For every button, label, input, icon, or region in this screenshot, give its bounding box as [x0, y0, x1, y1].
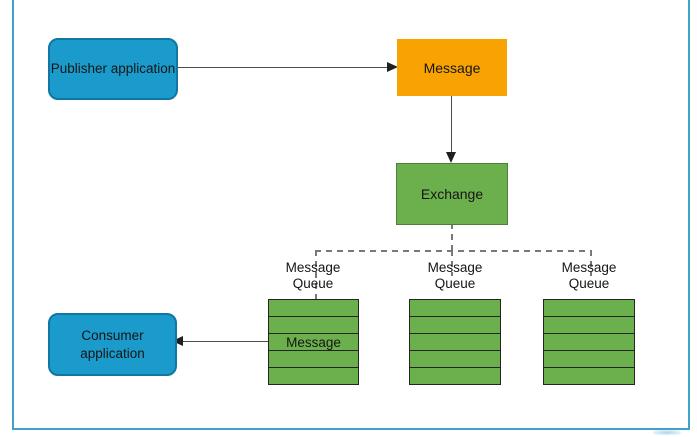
queue-3	[543, 299, 635, 385]
screen-artifact-smudge	[653, 430, 681, 435]
queue-3-slot	[543, 367, 635, 385]
dashed-line-exchange-down	[451, 223, 453, 251]
dashed-line-to-queue-3	[590, 250, 592, 276]
queue-2	[409, 299, 501, 385]
connector-publisher-to-message	[174, 67, 388, 68]
queue-3-slot	[543, 333, 635, 351]
slide-border-frame	[12, 0, 690, 430]
queue-1-message-label: Message	[286, 334, 341, 350]
queue-1-slot	[268, 316, 359, 334]
queue-3-label: Message Queue	[561, 260, 617, 291]
exchange-label: Exchange	[420, 186, 484, 202]
publisher-application-label: Publisher application	[50, 61, 176, 76]
message-label: Message	[423, 59, 481, 76]
exchange-node: Exchange	[396, 163, 508, 225]
connector-queue-to-consumer	[181, 341, 268, 342]
queue-2-slot	[409, 299, 501, 317]
queue-2-slot	[409, 350, 501, 368]
queue-1-slot	[268, 299, 359, 317]
queue-1: Message	[268, 299, 359, 385]
queue-1-slot	[268, 350, 359, 368]
queue-2-label: Message Queue	[427, 260, 483, 291]
queue-3-slot	[543, 350, 635, 368]
message-node: Message	[397, 39, 507, 96]
consumer-application-node: Consumer application	[48, 313, 177, 376]
arrowhead-right-icon	[387, 62, 398, 72]
queue-2-slot	[409, 316, 501, 334]
arrowhead-left-icon	[172, 336, 183, 346]
publisher-application-node: Publisher application	[48, 38, 178, 100]
queue-3-slot	[543, 299, 635, 317]
queue-2-slot	[409, 367, 501, 385]
queue-1-label: Message Queue	[285, 260, 341, 291]
queue-1-message-slot: Message	[268, 333, 359, 351]
queue-3-slot	[543, 316, 635, 334]
dashed-line-fanout-horizontal	[315, 250, 592, 252]
queue-2-slot	[409, 333, 501, 351]
dashed-line-to-queue-2	[451, 250, 453, 276]
connector-message-to-exchange	[451, 96, 452, 153]
consumer-application-label: Consumer application	[80, 327, 145, 361]
queue-1-slot	[268, 367, 359, 385]
dashed-line-to-queue-1	[315, 250, 317, 299]
arrowhead-down-icon	[446, 152, 456, 163]
